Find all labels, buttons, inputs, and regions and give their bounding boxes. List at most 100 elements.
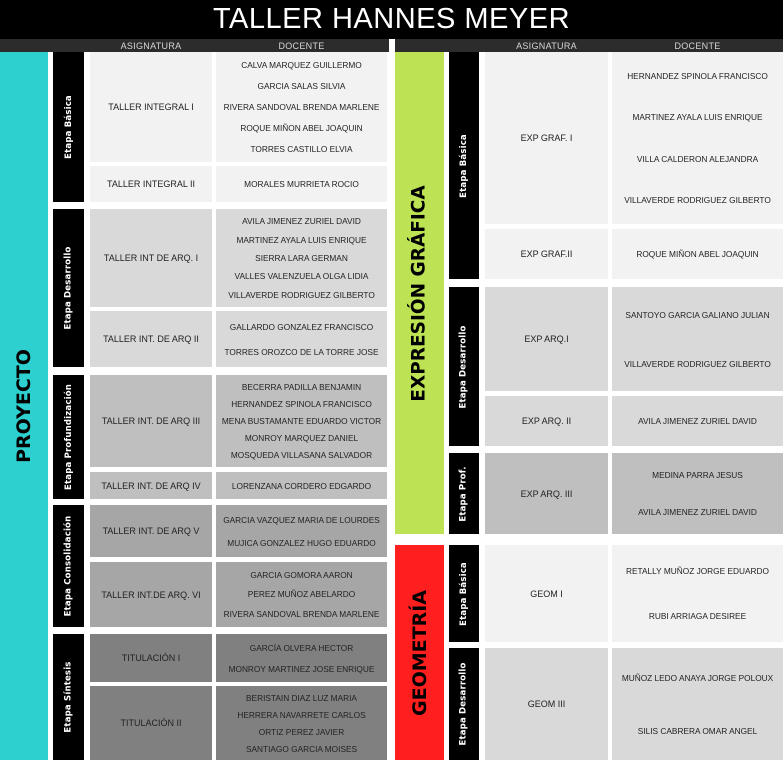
- teacher-name: GARCIA SALAS SILVIA: [257, 81, 346, 92]
- stage-desarrollo-exp: Etapa Desarrollo: [449, 287, 479, 446]
- subject-cell: TALLER INT. DE ARQ III: [90, 375, 212, 467]
- stage-label: Etapa Básica: [459, 561, 469, 626]
- teacher-name: RUBI ARRIAGA DESIREE: [648, 611, 747, 622]
- subject-cell: EXP GRAF. I: [485, 52, 608, 224]
- header-subject-right: ASIGNATURA: [516, 40, 577, 51]
- teacher-name: MARTINEZ AYALA LUIS ENRIQUE: [632, 112, 763, 123]
- teacher-cell: GARCÍA OLVERA HECTOR MONROY MARTINEZ JOS…: [216, 634, 387, 682]
- area-geometria-label: GEOMETRÍA: [408, 589, 431, 716]
- teacher-cell: ROQUE MIÑON ABEL JOAQUIN: [612, 229, 783, 279]
- teacher-name: AVILA JIMENEZ ZURIEL DAVID: [638, 507, 757, 518]
- teacher-cell: MUÑOZ LEDO ANAYA JORGE POLOUX SILIS CABR…: [612, 648, 783, 760]
- teacher-name: PEREZ MUÑOZ ABELARDO: [247, 589, 356, 600]
- stage-desarrollo: Etapa Desarrollo: [53, 209, 84, 367]
- teacher-name: GARCÍA OLVERA HECTOR: [249, 642, 354, 653]
- subject-cell: EXP GRAF.II: [485, 229, 608, 279]
- subject-cell: TALLER INT. DE ARQ II: [90, 311, 212, 367]
- stage-sintesis: Etapa Síntesis: [53, 634, 84, 760]
- teacher-cell: GALLARDO GONZALEZ FRANCISCO TORRES OROZC…: [216, 311, 387, 367]
- header-bar-left: [0, 39, 389, 52]
- stage-label: Etapa Síntesis: [63, 661, 74, 733]
- stage-label: Etapa Consolidación: [63, 515, 74, 617]
- teacher-name: RETALLY MUÑOZ JORGE EDUARDO: [626, 565, 769, 576]
- teacher-name: BECERRA PADILLA BENJAMIN: [241, 381, 362, 392]
- teacher-name: MONROY MARQUEZ DANIEL: [244, 433, 359, 444]
- area-expresion-grafica-label: EXPRESIÓN GRÁFICA: [409, 184, 430, 402]
- stage-label: Etapa Prof.: [459, 465, 469, 522]
- teacher-name: ROQUE MIÑON ABEL JOAQUIN: [636, 249, 759, 259]
- subject-cell: TALLER INT. DE ARQ V: [90, 505, 212, 557]
- subject-cell: EXP ARQ. II: [485, 396, 608, 446]
- teacher-name: CALVA MARQUEZ GUILLERMO: [241, 60, 362, 71]
- stage-label: Etapa Básica: [459, 133, 469, 198]
- teacher-name: MUJICA GONZALEZ HUGO EDUARDO: [227, 537, 376, 548]
- stage-prof-exp: Etapa Prof.: [449, 453, 479, 534]
- teacher-name: AVILA JIMENEZ ZURIEL DAVID: [638, 416, 757, 426]
- subject-cell: GEOM III: [485, 648, 608, 760]
- teacher-name: GALLARDO GONZALEZ FRANCISCO: [229, 321, 374, 332]
- header-teacher-left: DOCENTE: [278, 40, 325, 51]
- stage-label: Etapa Básica: [63, 95, 74, 159]
- teacher-name: GARCIA GOMORA AARON: [250, 569, 353, 580]
- teacher-name: VILLAVERDE RODRIGUEZ GILBERTO: [228, 289, 375, 300]
- teacher-name: ROQUE MIÑON ABEL JOAQUIN: [240, 122, 363, 133]
- stage-basica-geom: Etapa Básica: [449, 545, 479, 642]
- teacher-name: VILLA CALDERON ALEJANDRA: [636, 153, 759, 164]
- teacher-name: ORTIZ PEREZ JAVIER: [258, 726, 345, 737]
- teacher-name: MONROY MARTINEZ JOSE ENRIQUE: [228, 663, 375, 674]
- teacher-cell: CALVA MARQUEZ GUILLERMO GARCIA SALAS SIL…: [216, 52, 387, 162]
- teacher-cell: RETALLY MUÑOZ JORGE EDUARDO RUBI ARRIAGA…: [612, 545, 783, 642]
- teacher-name: MEDINA PARRA JESUS: [652, 469, 743, 480]
- teacher-name: LORENZANA CORDERO EDGARDO: [231, 480, 372, 491]
- subject-cell: EXP ARQ. III: [485, 453, 608, 534]
- teacher-name: SANTOYO GARCIA GALIANO JULIAN: [625, 309, 770, 320]
- subject-cell: TALLER INTEGRAL I: [90, 52, 212, 162]
- stage-label: Etapa Profundización: [63, 384, 74, 490]
- header-teacher-right: DOCENTE: [674, 40, 721, 51]
- teacher-name: VILLAVERDE RODRIGUEZ GILBERTO: [624, 358, 771, 369]
- teacher-cell: MEDINA PARRA JESUS AVILA JIMENEZ ZURIEL …: [612, 453, 783, 534]
- teacher-name: MENA BUSTAMANTE EDUARDO VICTOR: [221, 415, 382, 426]
- teacher-name: TORRES CASTILLO ELVIA: [250, 143, 353, 154]
- teacher-name: GARCIA VAZQUEZ MARIA DE LOURDES: [223, 514, 380, 525]
- stage-basica-exp: Etapa Básica: [449, 52, 479, 279]
- teacher-name: HERRERA NAVARRETE CARLOS: [237, 709, 366, 720]
- teacher-cell: MORALES MURRIETA ROCIO: [216, 166, 387, 202]
- area-proyecto-label: PROYECTO: [13, 349, 36, 463]
- teacher-name: MARTINEZ AYALA LUIS ENRIQUE: [236, 234, 367, 245]
- subject-cell: GEOM I: [485, 545, 608, 642]
- teacher-name: MOSQUEDA VILLASANA SALVADOR: [230, 450, 373, 461]
- teacher-cell: LORENZANA CORDERO EDGARDO: [216, 472, 387, 499]
- teacher-cell: BERISTAIN DIAZ LUZ MARIA HERRERA NAVARRE…: [216, 686, 387, 760]
- subject-cell: TALLER INT.DE ARQ. VI: [90, 562, 212, 627]
- stage-label: Etapa Desarrollo: [63, 246, 74, 330]
- teacher-cell: HERNANDEZ SPINOLA FRANCISCO MARTINEZ AYA…: [612, 52, 783, 224]
- page-title: TALLER HANNES MEYER: [0, 0, 783, 39]
- teacher-name: RIVERA SANDOVAL BRENDA MARLENE: [223, 101, 380, 112]
- subject-cell: TITULACIÓN I: [90, 634, 212, 682]
- header-subject-left: ASIGNATURA: [120, 40, 182, 51]
- area-expresion-grafica: EXPRESIÓN GRÁFICA: [395, 52, 444, 534]
- teacher-name: AVILA JIMENEZ ZURIEL DAVID: [242, 216, 361, 227]
- subject-cell: TITULACIÓN II: [90, 686, 212, 760]
- stage-desarrollo-geom: Etapa Desarrollo: [449, 648, 479, 760]
- teacher-name: RIVERA SANDOVAL BRENDA MARLENE: [223, 609, 380, 620]
- stage-profundizacion: Etapa Profundización: [53, 375, 84, 499]
- stage-label: Etapa Desarrollo: [459, 662, 469, 746]
- teacher-name: BERISTAIN DIAZ LUZ MARIA: [246, 692, 357, 703]
- teacher-name: VALLES VALENZUELA OLGA LIDIA: [234, 271, 369, 282]
- teacher-cell: BECERRA PADILLA BENJAMIN HERNANDEZ SPINO…: [216, 375, 387, 467]
- teacher-cell: AVILA JIMENEZ ZURIEL DAVID MARTINEZ AYAL…: [216, 209, 387, 307]
- teacher-cell: SANTOYO GARCIA GALIANO JULIAN VILLAVERDE…: [612, 287, 783, 391]
- subject-cell: TALLER INT DE ARQ. I: [90, 209, 212, 307]
- teacher-name: VILLAVERDE RODRIGUEZ GILBERTO: [624, 195, 771, 206]
- teacher-name: HERNANDEZ SPINOLA FRANCISCO: [627, 70, 768, 81]
- stage-consolidacion: Etapa Consolidación: [53, 505, 84, 627]
- area-geometria: GEOMETRÍA: [395, 545, 444, 760]
- teacher-name: MUÑOZ LEDO ANAYA JORGE POLOUX: [621, 672, 774, 683]
- teacher-name: TORRES OROZCO DE LA TORRE JOSE: [224, 346, 379, 357]
- subject-cell: EXP ARQ.I: [485, 287, 608, 391]
- teacher-name: SIERRA LARA GERMAN: [255, 252, 348, 263]
- area-proyecto: PROYECTO: [0, 52, 48, 760]
- teacher-cell: GARCIA VAZQUEZ MARIA DE LOURDES MUJICA G…: [216, 505, 387, 557]
